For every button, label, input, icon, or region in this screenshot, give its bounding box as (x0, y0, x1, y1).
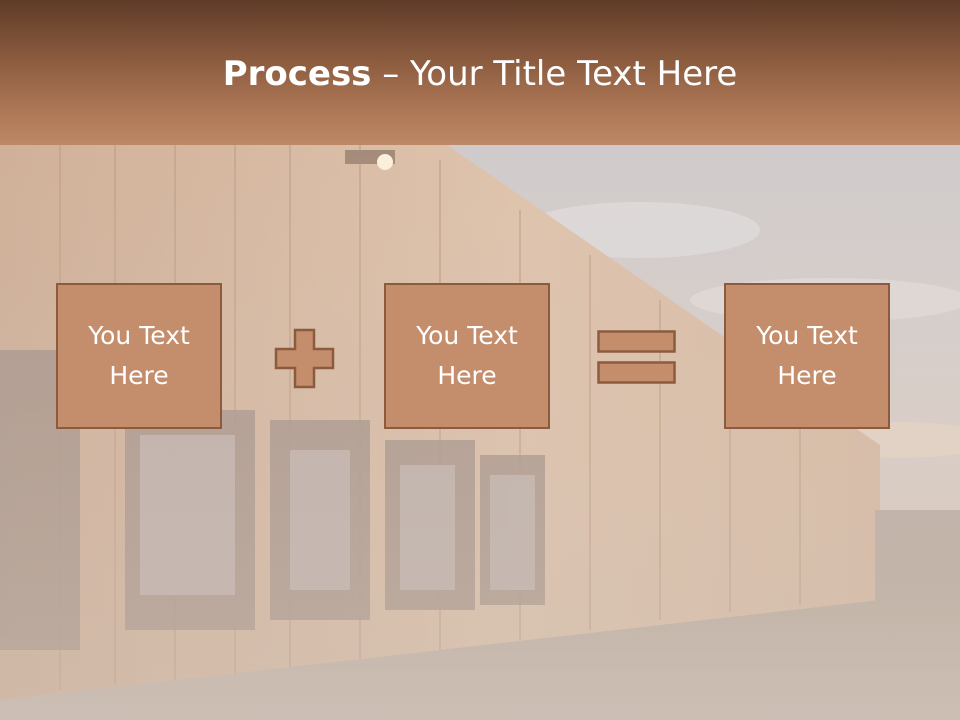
process-box-3-text: You Text Here (756, 321, 858, 390)
title-strong: Process (222, 54, 372, 94)
title-rest: – Your Title Text Here (371, 54, 738, 94)
slide-title: Process – Your Title Text Here (0, 52, 960, 96)
process-box-3[interactable]: You Text Here (724, 283, 890, 429)
title-band (0, 0, 960, 145)
process-box-2[interactable]: You Text Here (384, 283, 550, 429)
process-box-2-text: You Text Here (416, 321, 518, 390)
process-box-1-text: You Text Here (88, 321, 190, 390)
plus-icon (274, 328, 335, 389)
equals-icon (597, 330, 676, 384)
process-box-1[interactable]: You Text Here (56, 283, 222, 429)
